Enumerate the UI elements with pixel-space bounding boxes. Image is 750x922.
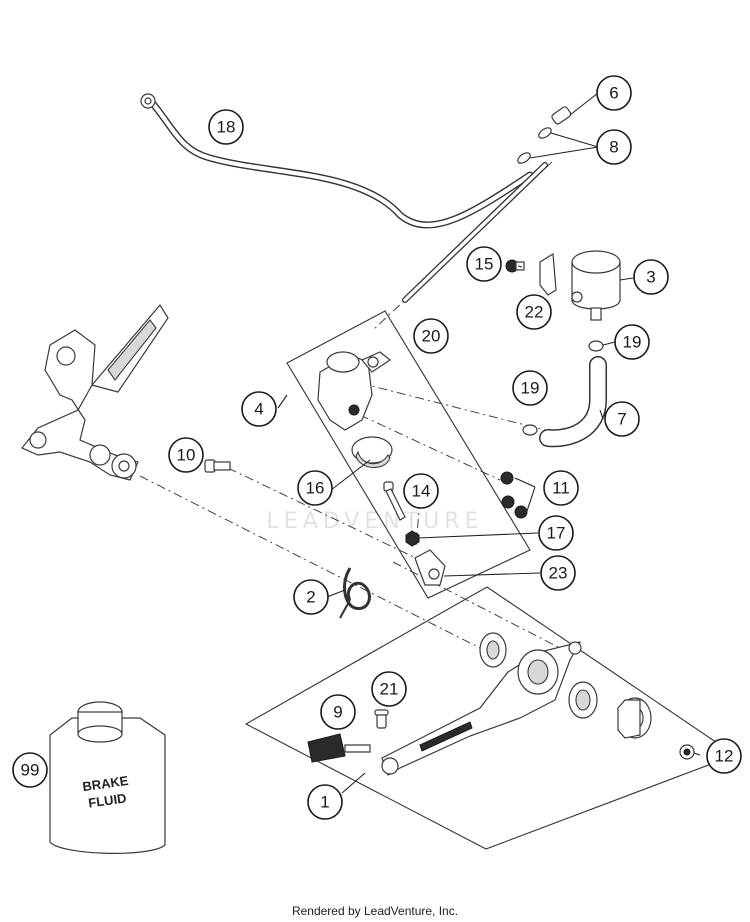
brake-fluid-bottle: BRAKE FLUID bbox=[49, 701, 166, 854]
callout-6: 6 bbox=[596, 75, 632, 111]
boot bbox=[351, 436, 393, 469]
bolt-10 bbox=[204, 459, 231, 473]
callout-11: 11 bbox=[543, 470, 579, 506]
svg-text:12: 12 bbox=[715, 747, 734, 766]
svg-text:22: 22 bbox=[525, 303, 544, 322]
reservoir bbox=[571, 250, 621, 321]
svg-text:3: 3 bbox=[646, 268, 655, 287]
callout-10: 10 bbox=[168, 437, 204, 473]
svg-text:23: 23 bbox=[549, 564, 568, 583]
svg-text:19: 19 bbox=[623, 333, 642, 352]
master-cylinder bbox=[317, 351, 392, 431]
callout-12: 12 bbox=[706, 738, 742, 774]
callout-4: 4 bbox=[241, 391, 277, 427]
svg-text:15: 15 bbox=[475, 255, 494, 274]
svg-text:6: 6 bbox=[609, 84, 618, 103]
banjo-bolt bbox=[517, 106, 572, 164]
callout-2: 2 bbox=[293, 579, 329, 615]
callout-1: 1 bbox=[307, 784, 343, 820]
hose-clamp-lower bbox=[522, 424, 538, 436]
svg-text:8: 8 bbox=[609, 138, 618, 157]
pedal-sleeve bbox=[617, 697, 652, 739]
callout-15: 15 bbox=[466, 246, 502, 282]
svg-text:17: 17 bbox=[547, 524, 566, 543]
leader-lines bbox=[277, 92, 701, 794]
master-cylinder-frame bbox=[286, 310, 531, 599]
svg-text:16: 16 bbox=[306, 479, 325, 498]
pedal-bushing-left bbox=[479, 632, 507, 668]
svg-text:4: 4 bbox=[254, 400, 263, 419]
callout-3: 3 bbox=[633, 259, 669, 295]
clevis-23 bbox=[414, 549, 446, 586]
hose-clamp-upper bbox=[588, 340, 604, 352]
callout-99: 99 bbox=[12, 752, 48, 788]
callout-9: 9 bbox=[320, 694, 356, 730]
svg-text:11: 11 bbox=[552, 479, 570, 498]
svg-text:21: 21 bbox=[380, 680, 399, 699]
callout-23: 23 bbox=[540, 555, 576, 591]
callout-18: 18 bbox=[208, 109, 244, 145]
callout-21: 21 bbox=[371, 671, 407, 707]
screws-11 bbox=[500, 471, 528, 519]
svg-text:10: 10 bbox=[177, 446, 196, 465]
callout-14: 14 bbox=[403, 473, 439, 509]
bottle-label-line-1: BRAKE bbox=[81, 773, 129, 794]
reservoir-bracket bbox=[539, 252, 557, 296]
callout-19-lower: 19 bbox=[512, 370, 548, 406]
svg-text:20: 20 bbox=[422, 327, 441, 346]
callout-22: 22 bbox=[516, 294, 552, 330]
screw-12 bbox=[679, 744, 695, 760]
svg-text:99: 99 bbox=[21, 761, 40, 780]
brake-hose bbox=[140, 93, 534, 229]
pin-14 bbox=[383, 481, 406, 521]
svg-text:14: 14 bbox=[412, 482, 431, 501]
svg-text:18: 18 bbox=[217, 118, 236, 137]
callout-8: 8 bbox=[596, 129, 632, 165]
pedal-bushing-right bbox=[568, 681, 598, 719]
svg-text:19: 19 bbox=[521, 379, 540, 398]
brake-line bbox=[402, 162, 548, 303]
svg-text:1: 1 bbox=[320, 793, 329, 812]
footer-credit: Rendered by LeadVenture, Inc. bbox=[291, 904, 459, 918]
nut-17 bbox=[405, 530, 420, 547]
svg-text:9: 9 bbox=[333, 703, 342, 722]
bottle-label-line-2: FLUID bbox=[87, 790, 127, 810]
return-spring bbox=[339, 567, 371, 619]
callout-17: 17 bbox=[538, 515, 574, 551]
watermark: LEADVENTURE bbox=[267, 509, 484, 534]
pin-21 bbox=[374, 709, 389, 729]
callout-20: 20 bbox=[413, 318, 449, 354]
pedal-spring bbox=[307, 733, 371, 763]
callout-19-upper: 19 bbox=[614, 324, 650, 360]
callout-16: 16 bbox=[297, 470, 333, 506]
svg-text:7: 7 bbox=[617, 410, 626, 429]
brake-pedal bbox=[381, 641, 582, 776]
reservoir-hose bbox=[539, 356, 607, 448]
screw-15 bbox=[505, 259, 525, 273]
footrest-bracket bbox=[21, 303, 169, 481]
callout-7: 7 bbox=[604, 401, 640, 437]
svg-text:2: 2 bbox=[306, 588, 315, 607]
parts-diagram: LEADVENTURE bbox=[12, 75, 742, 854]
